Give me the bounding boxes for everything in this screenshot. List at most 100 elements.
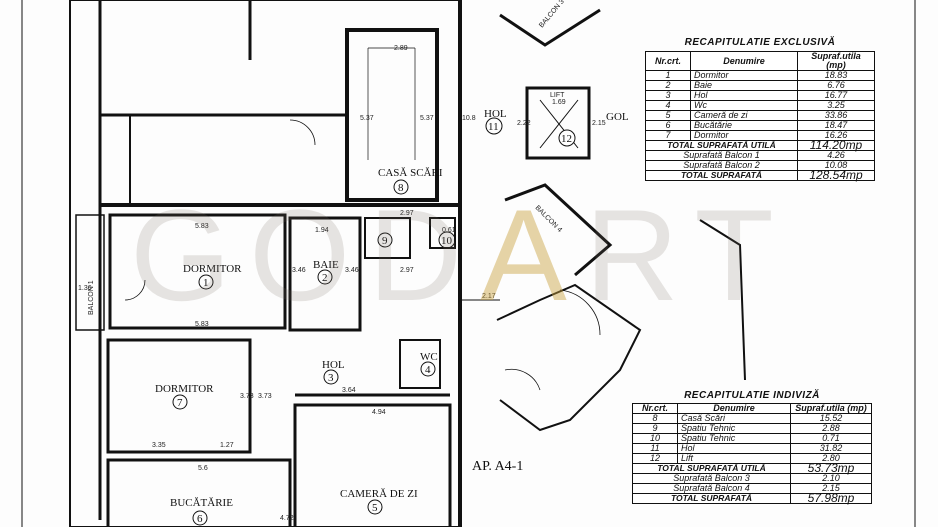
- room-number: 5: [372, 502, 378, 514]
- row-number: 8: [632, 413, 678, 424]
- row-number: 10: [632, 433, 678, 444]
- column-header: Supraf.utila (mp): [797, 51, 875, 71]
- row-number: 6: [645, 120, 691, 131]
- indiviza-table-title: RECAPITULATIE INDIVIZĂ: [684, 390, 820, 401]
- row-number: 4: [645, 100, 691, 111]
- room-name: Bucătărie: [690, 120, 798, 131]
- room-label-dormitor-1: DORMITOR: [183, 263, 242, 275]
- room-area: 33.86: [797, 110, 875, 121]
- dimension-label: 3.35: [152, 442, 166, 449]
- table-header-row: Nr.crt. Denumire Supraf.utila (mp): [632, 403, 872, 414]
- room-name: Lift: [677, 453, 791, 464]
- room-name: Wc: [690, 100, 798, 111]
- balcon-label: Suprafată Balcon 4: [632, 483, 791, 494]
- room-number: 11: [488, 121, 499, 133]
- column-header: Denumire: [690, 51, 798, 71]
- apartment-label: AP. A4-1: [472, 459, 523, 474]
- row-number: 7: [645, 130, 691, 141]
- balcon-1-label: BALCON 1: [88, 280, 95, 315]
- dimension-label: 4.94: [372, 409, 386, 416]
- room-name: Baie: [690, 80, 798, 91]
- room-number: 3: [328, 372, 334, 384]
- room-area: 0.71: [790, 433, 872, 444]
- room-area: 2.88: [790, 423, 872, 434]
- balcon-label: Suprafată Balcon 3: [632, 473, 791, 484]
- dimension-label: 0.61: [442, 227, 456, 234]
- room-label-baie: BAIE: [313, 259, 339, 271]
- row-number: 9: [632, 423, 678, 434]
- balcon-label: Suprafată Balcon 2: [645, 160, 798, 171]
- dimension-label: 1.27: [220, 442, 234, 449]
- dimension-label: 3.64: [342, 387, 356, 394]
- room-number: 8: [398, 182, 404, 194]
- room-area: 15.52: [790, 413, 872, 424]
- row-number: 3: [645, 90, 691, 101]
- room-area: 6.76: [797, 80, 875, 91]
- total-util-label: TOTAL SUPRAFATĂ UTILĂ: [632, 463, 791, 474]
- dimension-label: 5.6: [198, 465, 208, 472]
- dimension-label: 3.73: [240, 393, 254, 400]
- room-name: Hol: [690, 90, 798, 101]
- dimension-label: 5.37: [360, 115, 374, 122]
- dimension-label: 5.37: [420, 115, 434, 122]
- room-area: 31.82: [790, 443, 872, 454]
- room-label-bucatarie: BUCĂTĂRIE: [170, 497, 233, 509]
- row-number: 11: [632, 443, 678, 454]
- dimension-label: 1.69: [552, 99, 566, 106]
- total-util-label: TOTAL SUPRAFATĂ UTILĂ: [645, 140, 798, 151]
- room-number: 6: [197, 513, 203, 525]
- total-label: TOTAL SUPRAFATĂ: [645, 170, 798, 181]
- total-label: TOTAL SUPRAFATĂ: [632, 493, 791, 504]
- total-util-value: 114.20mp: [797, 139, 875, 151]
- dimension-label: 3.73: [258, 393, 272, 400]
- room-name: Cameră de zi: [690, 110, 798, 121]
- dimension-label: 10.8: [462, 115, 476, 122]
- room-area: 3.25: [797, 100, 875, 111]
- room-label-camera-de-zi: CAMERĂ DE ZI: [340, 488, 418, 500]
- room-number: 1: [203, 277, 209, 289]
- room-number: 7: [177, 397, 183, 409]
- room-area: 16.77: [797, 90, 875, 101]
- balcon-3-label: BALCON 3: [538, 0, 566, 29]
- room-number: 2: [322, 272, 328, 284]
- dimension-label: 2.97: [400, 210, 414, 217]
- balcon-value: 4.26: [797, 150, 875, 161]
- balcon-label: Suprafată Balcon 1: [645, 150, 798, 161]
- column-header: Supraf.utila (mp): [790, 403, 872, 414]
- dimension-label: 2.97: [400, 267, 414, 274]
- dimension-label: 5.83: [195, 223, 209, 230]
- room-label-casa-scari: CASĂ SCĂRI: [378, 167, 443, 179]
- watermark: GODART: [130, 182, 792, 328]
- room-name: Dormitor: [690, 70, 798, 81]
- dimension-label: 4.72: [280, 515, 294, 522]
- dimension-label: 2.89: [394, 45, 408, 52]
- column-header: Denumire: [677, 403, 791, 414]
- room-label-hol: HOL: [322, 359, 345, 371]
- room-label-hol-11: HOL: [484, 108, 507, 120]
- room-number: 12: [561, 133, 572, 145]
- room-name: Casă Scări: [677, 413, 791, 424]
- column-header: Nr.crt.: [645, 51, 691, 71]
- gol-label: GOL: [606, 111, 629, 123]
- row-number: 12: [632, 453, 678, 464]
- room-label-wc: WC: [420, 351, 438, 363]
- room-name: Hol: [677, 443, 791, 454]
- dimension-label: 3.46: [292, 267, 306, 274]
